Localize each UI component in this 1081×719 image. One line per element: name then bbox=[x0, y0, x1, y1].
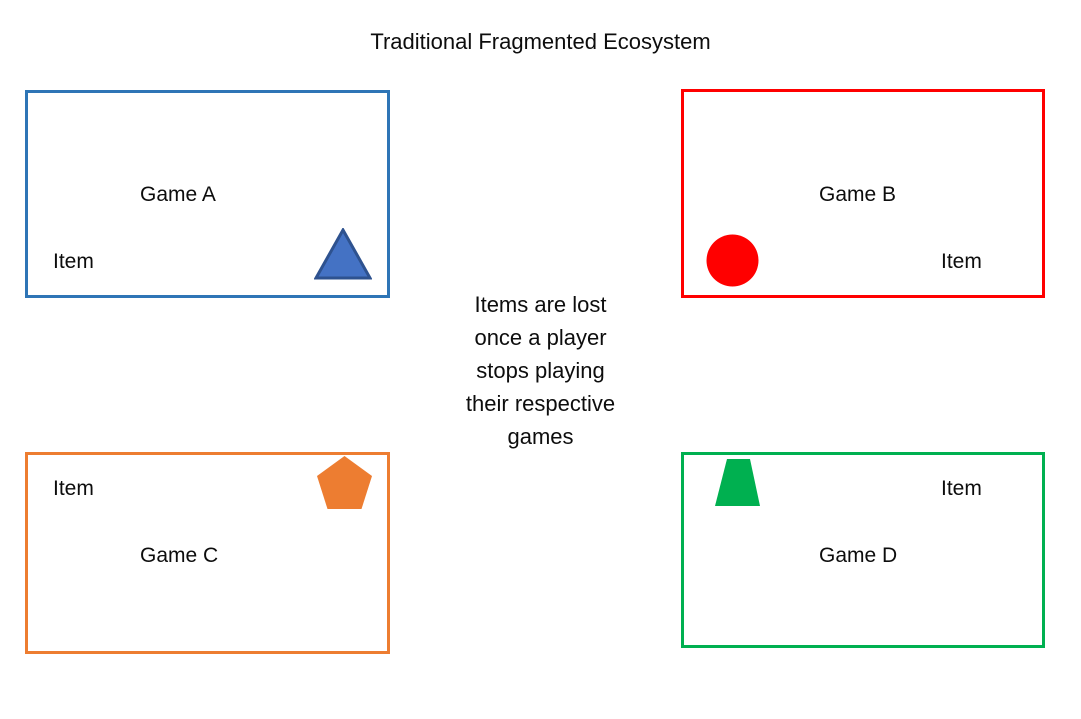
center-note-line-1: Items are lost bbox=[474, 292, 607, 317]
game-c-title: Game C bbox=[140, 544, 219, 567]
game-a-item-label: Item bbox=[53, 250, 94, 273]
game-a-title: Game A bbox=[140, 183, 216, 206]
game-box-a bbox=[25, 90, 390, 298]
game-b-item-label: Item bbox=[941, 250, 982, 273]
center-note: Items are lost once a player stops playi… bbox=[438, 288, 643, 453]
game-d-item-label: Item bbox=[941, 477, 982, 500]
game-b-title: Game B bbox=[819, 183, 897, 206]
center-note-line-4: their respective bbox=[465, 391, 616, 416]
circle-icon bbox=[706, 234, 759, 287]
game-c-item-label: Item bbox=[53, 477, 94, 500]
pentagon-icon bbox=[316, 455, 373, 510]
center-note-line-5: games bbox=[507, 424, 574, 449]
game-d-title: Game D bbox=[819, 544, 898, 567]
center-note-line-2: once a player bbox=[474, 325, 607, 350]
page-title: Traditional Fragmented Ecosystem bbox=[370, 29, 711, 54]
center-note-line-3: stops playing bbox=[476, 358, 605, 383]
triangle-icon bbox=[313, 226, 373, 280]
trapezoid-icon bbox=[714, 459, 761, 507]
